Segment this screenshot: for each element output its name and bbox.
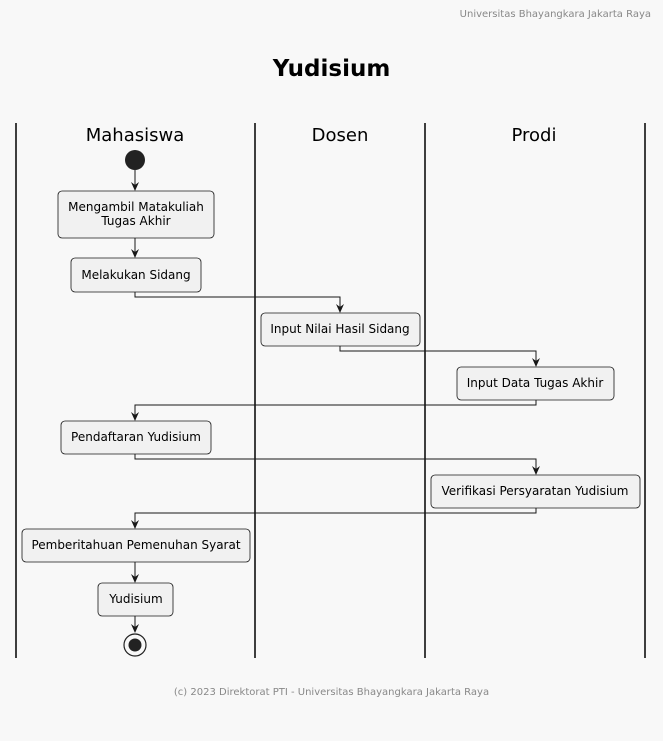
activity-ambil-matakuliah-line1: Mengambil Matakuliah <box>68 200 204 214</box>
edge-pendaftaran-to-verifikasi <box>134 454 540 475</box>
activity-melakukan-sidang: Melakukan Sidang <box>70 257 202 293</box>
activity-pemberitahuan-syarat: Pemberitahuan Pemenuhan Syarat <box>21 528 251 563</box>
activity-pendaftaran-yudisium-label: Pendaftaran Yudisium <box>71 430 201 444</box>
edge-sidang-to-input-nilai <box>134 292 344 313</box>
edge-start-to-ambil <box>131 170 139 191</box>
activity-input-data-ta: Input Data Tugas Akhir <box>456 366 615 401</box>
end-node <box>123 633 147 657</box>
activity-input-data-ta-label: Input Data Tugas Akhir <box>467 376 604 390</box>
activity-ambil-matakuliah-line2: Tugas Akhir <box>100 214 170 228</box>
lane-title-dosen: Dosen <box>312 125 369 146</box>
activity-verifikasi-persyaratan-label: Verifikasi Persyaratan Yudisium <box>442 484 629 498</box>
edge-ambil-to-sidang <box>131 238 139 258</box>
activity-input-nilai: Input Nilai Hasil Sidang <box>260 312 421 347</box>
activity-pemberitahuan-syarat-label: Pemberitahuan Pemenuhan Syarat <box>31 538 240 552</box>
activity-input-nilai-label: Input Nilai Hasil Sidang <box>270 322 409 336</box>
start-node <box>125 150 145 170</box>
diagram-title: Yudisium <box>272 56 391 82</box>
edge-verifikasi-to-pemberitahuan <box>131 508 537 529</box>
activity-ambil-matakuliah: Mengambil Matakuliah Tugas Akhir <box>57 190 215 239</box>
activity-melakukan-sidang-label: Melakukan Sidang <box>81 268 190 282</box>
activity-yudisium: Yudisium <box>97 582 174 617</box>
lane-title-prodi: Prodi <box>512 125 557 146</box>
activity-pendaftaran-yudisium: Pendaftaran Yudisium <box>60 420 212 455</box>
activity-verifikasi-persyaratan: Verifikasi Persyaratan Yudisium <box>430 474 641 509</box>
activity-yudisium-label: Yudisium <box>108 592 162 606</box>
edge-pemberitahuan-to-yudisium <box>131 562 139 583</box>
footer-copyright: (c) 2023 Direktorat PTI - Universitas Bh… <box>173 687 490 698</box>
lane-title-mahasiswa: Mahasiswa <box>86 125 185 146</box>
edge-yudisium-to-end <box>131 616 139 633</box>
header-institution: Universitas Bhayangkara Jakarta Raya <box>459 9 651 20</box>
edge-input-ta-to-pendaftaran <box>131 400 537 421</box>
edge-input-nilai-to-input-ta <box>339 346 540 367</box>
